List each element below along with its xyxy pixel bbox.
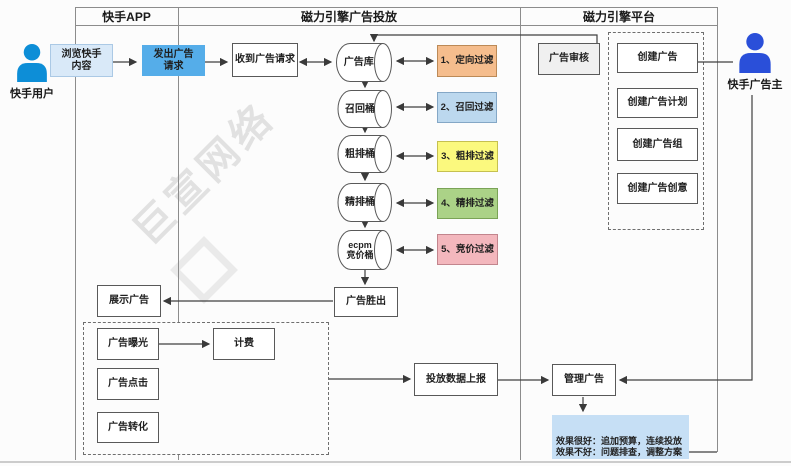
- user-label: 快手用户: [10, 88, 54, 100]
- cylinder-shape: [337, 183, 392, 222]
- ad-creation-container: [608, 32, 704, 230]
- filter-coarse-rank-node: 3、粗排过滤: [437, 141, 498, 172]
- coarse-rank-bucket-cylinder: 粗排桶: [337, 135, 393, 173]
- ad-library-cylinder: 广告库: [335, 43, 393, 82]
- ecpm-bid-bucket-cylinder: ecpm 竞价桶: [337, 230, 393, 270]
- create-ad-plan-node: 创建广告计划: [617, 88, 698, 118]
- send-ad-request-node: 发出广告请求: [142, 45, 205, 76]
- coarse-rank-bucket-label: 粗排桶: [344, 148, 375, 160]
- filter-recall-node: 2、召回过滤: [437, 92, 497, 123]
- user-icon: [17, 44, 47, 82]
- kuaishou-user-actor: 快手用户: [6, 44, 58, 101]
- ad-conversion-node: 广告转化: [97, 412, 159, 443]
- column-header-magnetic-engine-platform: 磁力引擎平台: [582, 10, 655, 24]
- receive-ad-request-node: 收到广告请求: [232, 43, 298, 77]
- ad-library-label: 广告库: [343, 57, 374, 68]
- ecpm-label-line2: 竞价桶: [346, 250, 374, 260]
- browse-content-node: 浏览快手内容: [50, 44, 113, 77]
- cylinder-shape: [336, 43, 392, 82]
- fine-rank-bucket-label: 精排桶: [344, 197, 375, 208]
- show-ad-node: 展示广告: [97, 285, 161, 317]
- ecpm-label-line1: ecpm: [348, 240, 372, 250]
- result-note: 效果很好：追加预算，连续投放 效果不好：问题排查，调整方案: [552, 415, 689, 459]
- result-line-bad: 效果不好：问题排查，调整方案: [556, 446, 683, 457]
- recall-bucket-label: 召回桶: [344, 103, 375, 115]
- fine-rank-bucket-cylinder: 精排桶: [337, 183, 393, 222]
- ad-review-node: 广告审核: [538, 43, 600, 75]
- advertiser-icon: [739, 33, 771, 73]
- column-header-kuaishou-app: 快手APP: [102, 10, 151, 24]
- ad-win-node: 广告胜出: [334, 287, 398, 317]
- cylinder-shape: [337, 230, 392, 270]
- recall-bucket-cylinder: 召回桶: [337, 90, 393, 128]
- delivery-data-report-node: 投放数据上报: [414, 363, 498, 396]
- cylinder-shape: [337, 135, 392, 173]
- create-ad-node: 创建广告: [617, 43, 698, 73]
- cylinder-shape: [337, 90, 392, 128]
- filter-bidding-node: 5、竞价过滤: [437, 234, 498, 265]
- ad-exposure-node: 广告曝光: [97, 328, 159, 360]
- billing-node: 计费: [213, 328, 275, 360]
- manage-ads-node: 管理广告: [552, 364, 616, 396]
- create-ad-creative-node: 创建广告创意: [617, 173, 698, 204]
- create-ad-group-node: 创建广告组: [617, 128, 698, 161]
- ad-click-node: 广告点击: [97, 368, 159, 400]
- filter-targeting-node: 1、定向过滤: [437, 45, 497, 77]
- column-header-magnetic-engine-delivery: 磁力引擎广告投放: [300, 10, 397, 24]
- filter-fine-rank-node: 4、精排过滤: [437, 188, 498, 219]
- result-line-good: 效果很好：追加预算，连续投放: [556, 436, 683, 446]
- advertiser-label: 快手广告主: [727, 79, 783, 91]
- kuaishou-advertiser-actor: 快手广告主: [727, 33, 783, 92]
